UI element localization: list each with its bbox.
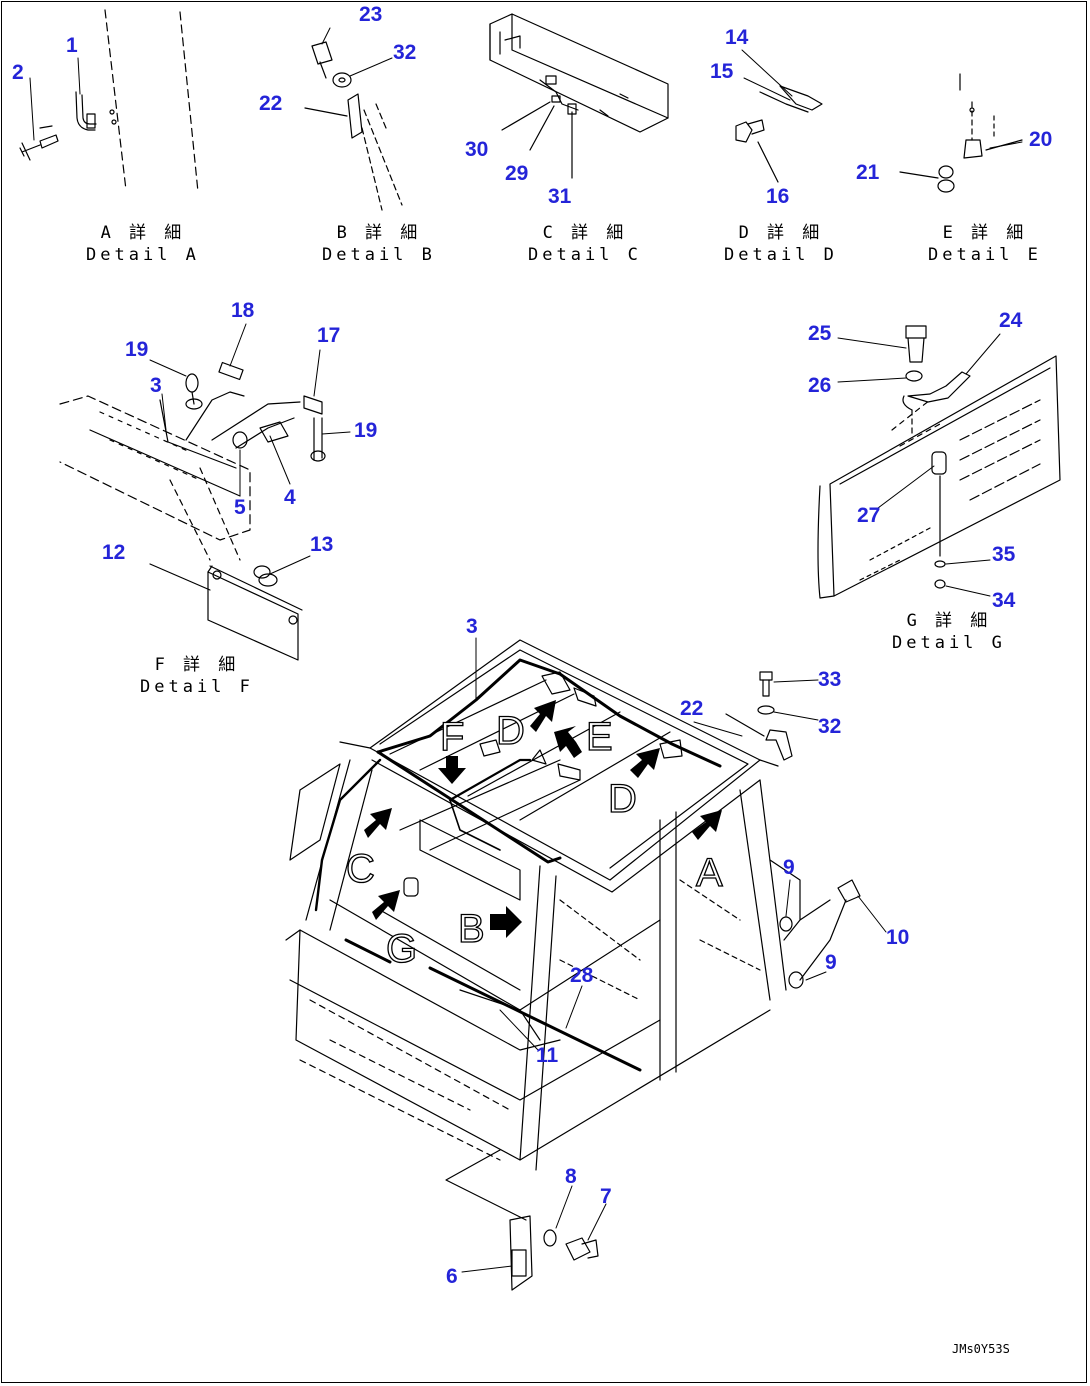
callout-22: 22: [259, 92, 283, 115]
callout-7: 7: [600, 1185, 612, 1208]
arrow-c: [364, 808, 392, 838]
callout-6: 6: [446, 1265, 458, 1288]
detail-d-art: [735, 85, 823, 183]
detail-e-art: [899, 73, 1023, 193]
callout-12: 12: [102, 541, 126, 564]
callout-2: 2: [12, 61, 24, 84]
callout-13: 13: [310, 533, 334, 556]
caption-en: Detail E: [928, 245, 1042, 265]
callout-19: 19: [125, 338, 149, 361]
callout-22: 22: [680, 697, 704, 720]
caption-en: Detail G: [892, 633, 1006, 653]
callout-26: 26: [808, 374, 832, 397]
callout-21: 21: [856, 161, 880, 184]
caption-en: Detail B: [322, 245, 436, 265]
callout-19: 19: [354, 419, 378, 442]
callout-32: 32: [818, 715, 842, 738]
callout-9: 9: [783, 856, 795, 879]
callout-33: 33: [818, 668, 842, 691]
detail-c-art: [489, 13, 669, 179]
detail-f-art: [59, 361, 326, 661]
callout-18: 18: [231, 299, 255, 322]
caption-jp: C 詳 細: [542, 223, 628, 243]
caption-en: Detail A: [86, 245, 200, 265]
callout-17: 17: [317, 324, 341, 347]
callout-25: 25: [808, 322, 832, 345]
callout-24: 24: [999, 309, 1023, 332]
callout-29: 29: [505, 162, 529, 185]
detail-b-art: [304, 41, 403, 211]
callout-35: 35: [992, 543, 1016, 566]
detail-a-art: [19, 9, 199, 193]
drawing-reference: JMs0Y53S: [952, 1342, 1010, 1356]
arrow-a: [692, 810, 722, 840]
callout-28: 28: [570, 964, 594, 987]
callout-27: 27: [857, 504, 881, 527]
caption-en: Detail F: [140, 677, 254, 697]
callout-15: 15: [710, 60, 734, 83]
callout-10: 10: [886, 926, 910, 949]
callout-11: 11: [536, 1044, 559, 1067]
view-arrows: [364, 700, 722, 938]
callout-8: 8: [565, 1165, 577, 1188]
caption-en: Detail C: [528, 245, 642, 265]
arrow-g: [372, 890, 400, 920]
callout-30: 30: [465, 138, 489, 161]
caption-en: Detail D: [724, 245, 838, 265]
callout-1: 1: [66, 34, 78, 57]
caption-jp: A 詳 細: [100, 223, 186, 243]
callout-20: 20: [1029, 128, 1053, 151]
callout-16: 16: [766, 185, 790, 208]
callout-4: 4: [284, 486, 296, 509]
caption-jp: E 詳 細: [942, 223, 1028, 243]
detail-g-art: [817, 325, 1061, 599]
arrow-e: [554, 726, 582, 758]
caption-jp: D 詳 細: [738, 223, 824, 243]
callout-5: 5: [234, 496, 246, 519]
arrow-f: [438, 756, 466, 784]
callout-34: 34: [992, 589, 1016, 612]
callout-32: 32: [393, 41, 417, 64]
caption-jp: B 詳 細: [336, 223, 422, 243]
callout-3: 3: [150, 374, 162, 397]
arrow-b: [490, 906, 522, 938]
leader-lines: [29, 27, 1023, 1273]
callout-9: 9: [825, 951, 837, 974]
arrow-d-right: [630, 748, 660, 778]
callout-23: 23: [359, 3, 383, 26]
caption-jp: F 詳 細: [154, 655, 240, 675]
caption-jp: G 詳 細: [906, 611, 992, 631]
callout-3: 3: [466, 615, 478, 638]
arrow-d-top: [530, 700, 556, 732]
callout-31: 31: [548, 185, 572, 208]
callout-14: 14: [725, 26, 749, 49]
